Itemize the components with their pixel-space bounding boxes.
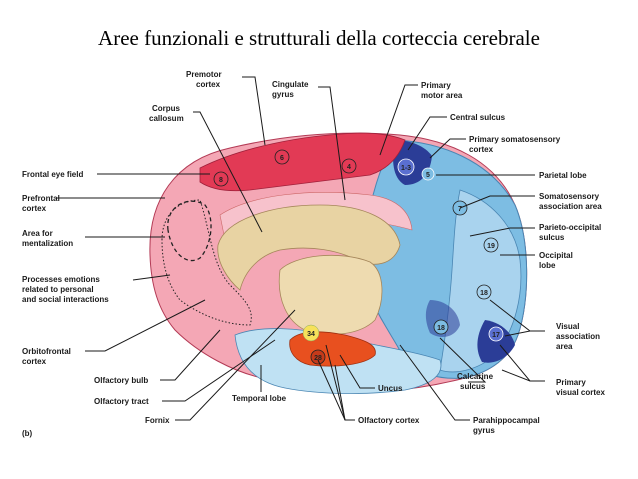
label-frontal-eye: Frontal eye field xyxy=(22,170,83,179)
label-primary-visual-1: Primary xyxy=(556,378,586,387)
label-prefrontal-1: Prefrontal xyxy=(22,194,60,203)
label-prim-somato-1: Primary somatosensory xyxy=(469,135,561,144)
label-parietal-lobe: Parietal lobe xyxy=(539,171,587,180)
area-34-spot xyxy=(302,324,320,342)
label-calcarine-2: sulcus xyxy=(460,382,486,391)
label-prefrontal-2: cortex xyxy=(22,204,47,213)
label-parieto-occ-1: Parieto-occipital xyxy=(539,223,601,232)
label-olfactory-bulb: Olfactory bulb xyxy=(94,376,148,385)
area-7-label: 7 xyxy=(458,206,462,213)
page-title: Aree funzionali e strutturali della cort… xyxy=(98,26,540,50)
area-5-label: 5 xyxy=(426,172,430,179)
label-olfactory-tract: Olfactory tract xyxy=(94,397,149,406)
label-corpus-2: callosum xyxy=(149,114,184,123)
area-1-3-label: 1-3 xyxy=(401,165,411,172)
label-occipital-2: lobe xyxy=(539,261,556,270)
panel-letter: (b) xyxy=(22,429,33,438)
label-cingulate-1: Cingulate xyxy=(272,80,309,89)
label-olfactory-cortex: Olfactory cortex xyxy=(358,416,420,425)
labels: Premotor cortex Cingulate gyrus Primary … xyxy=(22,70,605,438)
thalamus xyxy=(278,254,383,335)
area-markers: 6 4 8 1-3 5 7 19 18 18 17 34 28 xyxy=(213,149,504,365)
label-emotions-3: and social interactions xyxy=(22,295,109,304)
area-4-label: 4 xyxy=(347,164,351,171)
label-orbitofrontal-2: cortex xyxy=(22,357,47,366)
area-18b-label: 18 xyxy=(437,325,445,332)
leader-lines xyxy=(57,76,545,421)
area-8-label: 8 xyxy=(219,177,223,184)
area-19-label: 19 xyxy=(487,243,495,250)
label-cingulate-2: gyrus xyxy=(272,90,294,99)
area-18a-label: 18 xyxy=(480,290,488,297)
label-mentalization-1: Area for xyxy=(22,229,53,238)
area-17-label: 17 xyxy=(492,332,500,339)
label-emotions-2: related to personal xyxy=(22,285,94,294)
label-parahippo-1: Parahippocampal xyxy=(473,416,540,425)
label-premotor-1: Premotor xyxy=(186,70,222,79)
mentalization-dashed-outline xyxy=(167,200,212,262)
label-premotor-2: cortex xyxy=(196,80,221,89)
area-28-label: 28 xyxy=(314,355,322,362)
label-mentalization-2: mentalization xyxy=(22,239,73,248)
label-corpus-1: Corpus xyxy=(152,104,181,113)
label-temporal-lobe: Temporal lobe xyxy=(232,394,287,403)
label-central-sulcus: Central sulcus xyxy=(450,113,506,122)
label-occipital-1: Occipital xyxy=(539,251,573,260)
label-visual-assoc-3: area xyxy=(556,342,573,351)
label-fornix: Fornix xyxy=(145,416,170,425)
label-visual-assoc-1: Visual xyxy=(556,322,579,331)
label-somato-assoc-1: Somatosensory xyxy=(539,192,600,201)
label-emotions-1: Processes emotions xyxy=(22,275,100,284)
label-primary-motor-1: Primary xyxy=(421,81,451,90)
label-uncus: Uncus xyxy=(378,384,403,393)
area-34-label: 34 xyxy=(307,331,315,338)
label-parieto-occ-2: sulcus xyxy=(539,233,565,242)
label-parahippo-2: gyrus xyxy=(473,426,495,435)
label-orbitofrontal-1: Orbitofrontal xyxy=(22,347,71,356)
emotions-dotted-outline xyxy=(161,199,252,326)
label-calcarine-1: Calcarine xyxy=(457,372,494,381)
label-prim-somato-2: cortex xyxy=(469,145,494,154)
area-6-label: 6 xyxy=(280,155,284,162)
premotor-motor-red xyxy=(199,132,406,192)
label-primary-motor-2: motor area xyxy=(421,91,463,100)
label-visual-assoc-2: association xyxy=(556,332,600,341)
label-somato-assoc-2: association area xyxy=(539,202,602,211)
label-primary-visual-2: visual cortex xyxy=(556,388,605,397)
